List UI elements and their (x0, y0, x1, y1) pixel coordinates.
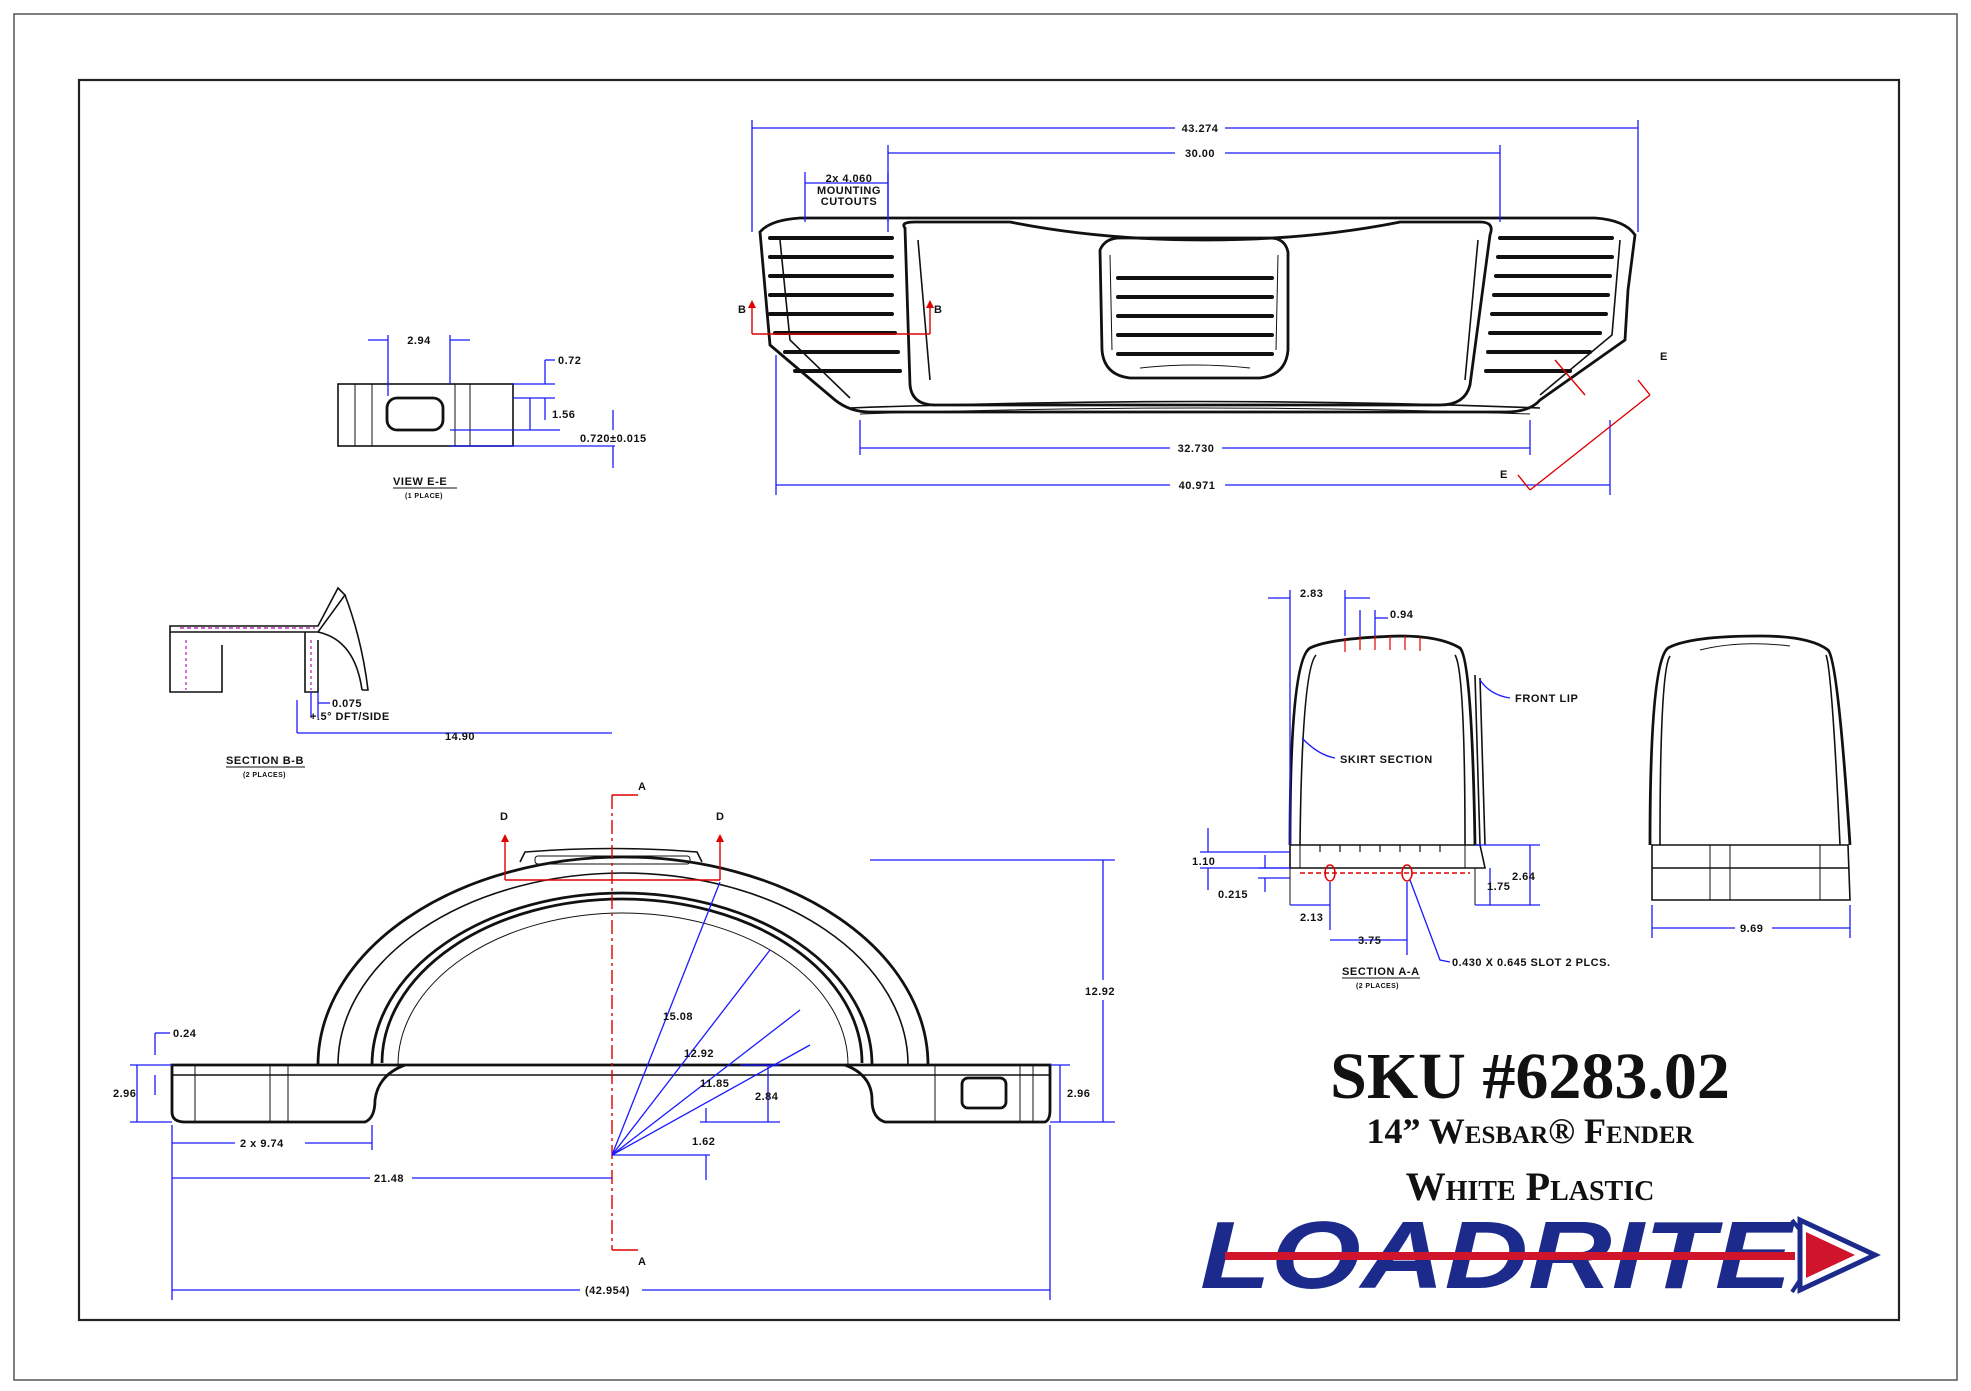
section-a-dim-a: 2.83 (1300, 588, 1323, 600)
dim-2-84: 2.84 (755, 1091, 779, 1103)
cutout-note-3: CUTOUTS (821, 196, 877, 208)
dim-right-height: 2.96 (1067, 1088, 1090, 1100)
section-a-dim-h: 3.75 (1358, 935, 1381, 947)
drawing-frame (77, 78, 1901, 1322)
view-e-title: VIEW E-E (393, 476, 447, 488)
loadrite-logo: LOADRITE (1200, 1202, 1881, 1309)
sku-title: SKU #6283.02 (1330, 1040, 1730, 1113)
section-e-marker-top: E (1660, 351, 1668, 363)
dim-overall: (42.954) (585, 1285, 630, 1297)
dim-bottom-overall: 40.971 (1179, 480, 1216, 492)
skirt-section-label: SKIRT SECTION (1340, 754, 1433, 766)
section-a-marker-bottom: A (638, 1256, 646, 1268)
dim-half: 21.48 (374, 1173, 404, 1185)
top-view: 43.274 30.00 2x 4.060 MOUNTING CUTOUTS 3… (738, 120, 1668, 495)
end-view-dim-width: 9.69 (1740, 923, 1763, 935)
section-b-b: 0.075 +.5° DFT/SIDE SECTION B-B (2 PLACE… (169, 586, 390, 779)
section-a-marker-top: A (638, 781, 646, 793)
slot-note: 0.430 X 0.645 SLOT 2 PLCS. (1452, 957, 1611, 969)
dim-bottom-inner: 32.730 (1178, 443, 1215, 455)
side-view: D D A A 15.08 12.92 11.85 2.84 1.62 12.9… (113, 700, 1115, 1300)
dim-left-height: 2.96 (113, 1088, 136, 1100)
section-a-note: (2 PLACES) (1356, 983, 1399, 990)
dim-overall-length: 43.274 (1182, 123, 1219, 135)
section-b-marker-right: B (934, 304, 942, 316)
section-a-dim-b: 0.94 (1390, 609, 1414, 621)
section-a-dim-f: 1.75 (1487, 881, 1510, 893)
section-a-a: 2.83 0.94 FRONT LIP SKIRT SECTION 1.10 0… (1192, 588, 1611, 990)
view-e-e: 2.94 0.72 1.56 0.720±0.015 VIEW E-E (1 P… (337, 335, 647, 500)
material-title: White Plastic (1406, 1164, 1655, 1209)
view-e-dim-top: 0.72 (558, 355, 581, 367)
cutout-note-1: 2x 4.060 (826, 173, 873, 185)
product-title: 14” Wesbar® Fender (1366, 1111, 1694, 1151)
view-e-dim-width: 2.94 (407, 335, 431, 347)
dim-inner-length: 30.00 (1185, 148, 1215, 160)
view-e-dim-height: 1.56 (552, 409, 575, 421)
end-view: 9.69 (1648, 634, 1852, 938)
section-b-draft: +.5° DFT/SIDE (310, 711, 390, 723)
dim-overall-height: 12.92 (1085, 986, 1115, 998)
section-b-marker-left: B (738, 304, 746, 316)
dim-radius-12-92: 12.92 (684, 1048, 714, 1060)
view-e-note: (1 PLACE) (405, 493, 443, 500)
dim-radius-11-85: 11.85 (700, 1078, 729, 1090)
section-b-title: SECTION B-B (226, 755, 304, 767)
view-e-dim-thickness: 0.720±0.015 (580, 433, 647, 445)
section-b-dim-wall: 0.075 (332, 698, 362, 710)
section-a-dim-e: 2.64 (1512, 871, 1536, 883)
dim-mount: 2 x 9.74 (240, 1138, 284, 1150)
section-d-marker-left: D (500, 811, 508, 823)
dim-1-62: 1.62 (692, 1136, 715, 1148)
front-lip-label: FRONT LIP (1515, 693, 1578, 705)
dim-offset: 14.90 (445, 731, 475, 743)
section-a-dim-d: 0.215 (1218, 889, 1248, 901)
cutout-note-2: MOUNTING (817, 185, 881, 197)
title-block: SKU #6283.02 14” Wesbar® Fender White Pl… (1200, 1040, 1881, 1309)
section-a-dim-c: 1.10 (1192, 856, 1215, 868)
section-a-dim-g: 2.13 (1300, 912, 1323, 924)
dim-radius-15-08: 15.08 (663, 1011, 693, 1023)
section-a-title: SECTION A-A (1342, 966, 1420, 978)
section-e-marker-bottom: E (1500, 469, 1508, 481)
outer-border (13, 13, 1958, 1381)
section-b-note: (2 PLACES) (243, 772, 286, 779)
section-d-marker-right: D (716, 811, 724, 823)
dim-lip: 0.24 (173, 1028, 197, 1040)
